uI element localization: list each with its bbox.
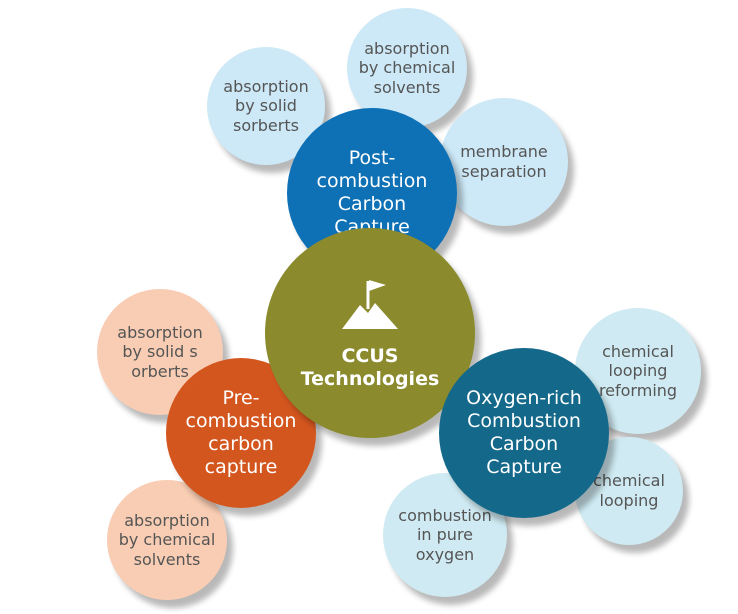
post-leaf-chemical-solvents-label: absorption by chemical solvents [358, 38, 456, 97]
post-leaf-solid-sorbents-label: absorption by solid sorberts [223, 76, 309, 135]
pre-combustion-label: Pre- combustion carbon capture [185, 386, 297, 479]
post-leaf-membrane-separation: membrane separation [440, 98, 568, 226]
oxygen-rich-label: Oxygen-rich Combustion Carbon Capture [466, 386, 582, 479]
pre-leaf-chemical-solvents-label: absorption by chemical solvents [118, 510, 216, 569]
post-leaf-membrane-separation-label: membrane separation [460, 142, 548, 181]
oxygen-rich-node: Oxygen-rich Combustion Carbon Capture [439, 348, 609, 518]
pre-leaf-solid-sorbents-label: absorption by solid s orberts [117, 322, 203, 381]
oxy-leaf-chemical-looping-label: chemical looping [593, 471, 665, 510]
pre-leaf-solid-sorbents: absorption by solid s orberts [97, 289, 223, 415]
post-leaf-chemical-solvents: absorption by chemical solvents [347, 8, 467, 128]
post-leaf-solid-sorbents: absorption by solid sorberts [207, 47, 325, 165]
ccus-center-label: CCUS Technologies [300, 344, 440, 390]
ccus-center-node: CCUS Technologies [265, 228, 475, 438]
post-combustion-label: Post- combustion Carbon Capture [316, 146, 428, 239]
mountain-flag-icon [342, 279, 398, 329]
oxy-leaf-pure-oxygen-label: combustion in pure oxygen [398, 505, 492, 564]
oxy-leaf-looping-reforming-label: chemical looping reforming [598, 341, 678, 400]
